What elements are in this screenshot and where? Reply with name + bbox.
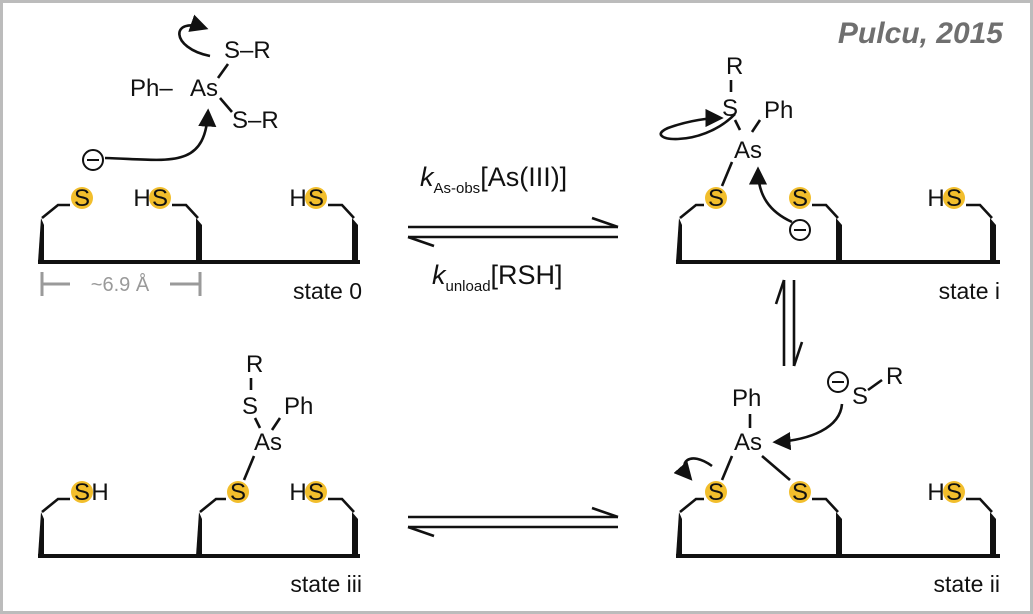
- leaving-arrow: [178, 14, 211, 58]
- leaving-arrow: [673, 457, 713, 481]
- hydrogen-atom: H: [91, 479, 108, 506]
- state-iii-label: state iii: [290, 571, 362, 597]
- sulfur-atom: S: [792, 479, 808, 506]
- equilibrium-top: kAs-obs[As(III)] kunload[RSH]: [407, 162, 619, 295]
- sulfur-atom: S: [230, 479, 246, 506]
- negative-charge-icon: [827, 371, 849, 393]
- attack-arrow: [104, 108, 217, 162]
- distance-label: ~6.9 Å: [91, 273, 150, 296]
- hydrogen-atom: H: [133, 185, 150, 212]
- equilibrium-bottom: [407, 506, 619, 538]
- hydrogen-atom: H: [289, 185, 306, 212]
- figure-title: Pulcu, 2015: [838, 17, 1004, 50]
- arsenic-atom: As: [734, 429, 762, 456]
- forward-rate-label: kAs-obs[As(III)]: [420, 162, 567, 197]
- state-iii-panel: S H S H S As S R Ph state iii: [38, 351, 362, 597]
- ph-group: Ph: [732, 385, 761, 412]
- attack-arrow: [748, 166, 793, 224]
- leaving-arrow: [659, 108, 736, 141]
- ph-group: Ph: [284, 393, 313, 420]
- sulfur-atom: S: [308, 185, 324, 212]
- sulfur-atom: S: [242, 393, 258, 420]
- sulfur-atom: S: [152, 185, 168, 212]
- hydrogen-atom: H: [927, 479, 944, 506]
- negative-charge-icon: [82, 149, 104, 171]
- state-i-panel: S S H S As S R Ph state i: [659, 53, 1000, 304]
- sulfur-atom: S: [852, 383, 868, 410]
- ph-group: Ph: [764, 97, 793, 124]
- arsenic-atom: As: [254, 429, 282, 456]
- sulfur-atom: S: [308, 479, 324, 506]
- hydrogen-atom: H: [289, 479, 306, 506]
- reverse-rate-label: kunload[RSH]: [432, 260, 563, 295]
- arsenic-atom: As: [734, 137, 762, 164]
- state-ii-panel: S S H S As Ph S R state ii: [673, 363, 1000, 597]
- wedge: [38, 218, 44, 262]
- hydrogen-atom: H: [927, 185, 944, 212]
- state-0-label: state 0: [293, 278, 362, 304]
- sulfur-dot: [305, 187, 327, 209]
- sr-group: S–R: [232, 107, 279, 134]
- sulfur-atom: S: [708, 185, 724, 212]
- ph-group: Ph–: [130, 75, 173, 102]
- sulfur-atom: S: [792, 185, 808, 212]
- r-group: R: [886, 363, 903, 390]
- sulfur-dot: [71, 187, 93, 209]
- r-group: R: [246, 351, 263, 378]
- sulfur-atom: S: [946, 185, 962, 212]
- equilibrium-vertical: [774, 279, 804, 367]
- state-i-label: state i: [939, 278, 1000, 304]
- negative-charge-icon: [789, 219, 811, 241]
- sulfur-atom: S: [74, 185, 90, 212]
- state-0-panel: S H S H S Ph– As S–R S–R ~6.9 Å state 0: [38, 14, 362, 304]
- r-group: R: [726, 53, 743, 80]
- wedge: [196, 218, 202, 262]
- attack-arrow: [772, 403, 844, 451]
- sr-group: S–R: [224, 37, 271, 64]
- arsenic-atom: As: [190, 75, 218, 102]
- sulfur-dot: [149, 187, 171, 209]
- sulfur-atom: S: [946, 479, 962, 506]
- state-ii-label: state ii: [934, 571, 1000, 597]
- sulfur-atom: S: [708, 479, 724, 506]
- wedge: [352, 218, 358, 262]
- sulfur-atom: S: [74, 479, 90, 506]
